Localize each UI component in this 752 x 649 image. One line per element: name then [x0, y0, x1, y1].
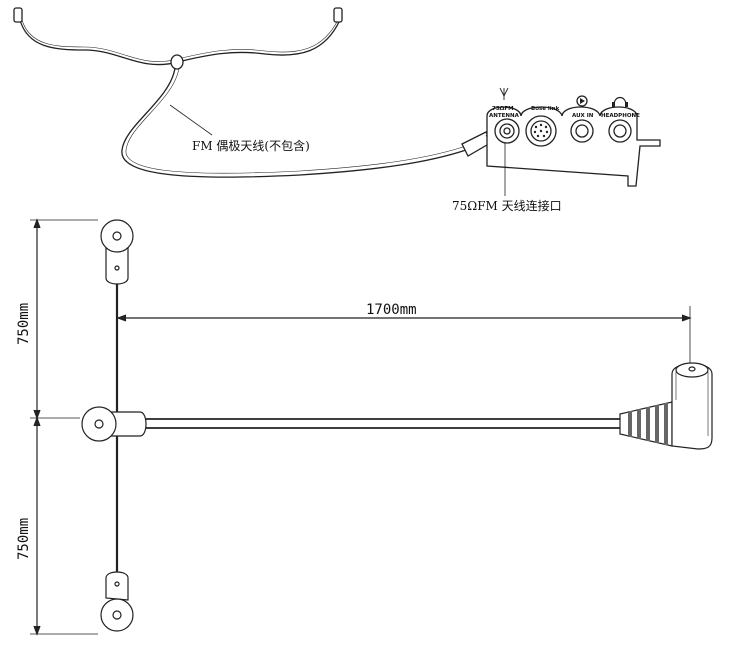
top-figure [13, 7, 661, 196]
dim-horizontal-label: 1700mm [366, 302, 417, 318]
right-angle-plug [671, 362, 713, 450]
headphone-label: HEADPHONE [601, 113, 640, 119]
bottom-terminal [100, 571, 134, 632]
antenna-jack-label-2: ANTENNA [489, 113, 520, 119]
bose-link-pins [533, 123, 549, 138]
antenna-symbol-icon [499, 87, 509, 100]
antenna-label: FM 偶极天线(不包含) [192, 138, 310, 153]
aux-play-icon [576, 95, 588, 107]
bottom-figure [30, 218, 713, 636]
dipole-tip-right [333, 7, 343, 23]
dipole-tip-left [13, 7, 23, 23]
dim-upper-label: 750mm [16, 303, 32, 345]
connector-boot [619, 401, 673, 447]
dim-lower-label: 750mm [16, 518, 32, 560]
bose-link-label: Bose link [531, 106, 560, 112]
center-joint [81, 406, 147, 442]
headphone-icon [613, 96, 627, 106]
feed-cable [121, 67, 467, 178]
antenna-jack-label-1: 75ΩFM [492, 106, 514, 112]
top-terminal [100, 219, 134, 285]
aux-in-label: AUX IN [572, 113, 594, 119]
connector-label: 75ΩFM 天线连接口 [452, 198, 562, 213]
dipole-center-joint [170, 54, 184, 70]
